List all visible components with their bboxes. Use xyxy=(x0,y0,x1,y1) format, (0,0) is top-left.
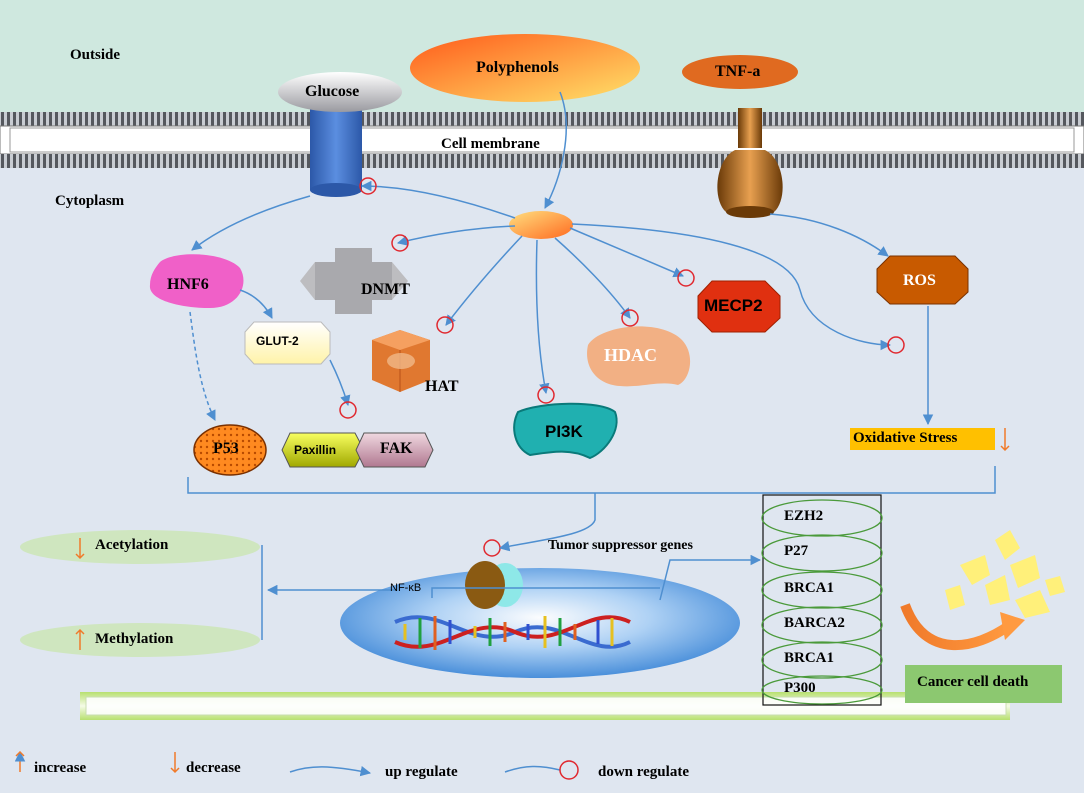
ros-node xyxy=(876,255,969,305)
polyphenols-node xyxy=(410,34,640,102)
mecp2-node xyxy=(697,280,781,333)
gene-item: BRCA1 xyxy=(784,580,835,596)
membrane-label: Cell membrane xyxy=(441,136,540,152)
methylation-label: Methylation xyxy=(95,631,174,647)
oxidative-stress-label: Oxidative Stress xyxy=(853,430,958,446)
hat-label: HAT xyxy=(425,378,459,395)
glucose-transporter xyxy=(278,72,402,197)
glucose-label: Glucose xyxy=(305,83,360,100)
hnf6-label: HNF6 xyxy=(167,276,209,293)
legend-down-regulate: down regulate xyxy=(598,764,689,780)
gene-item: BARCA2 xyxy=(784,615,845,631)
nucleus xyxy=(340,568,740,678)
acetylation-label: Acetylation xyxy=(95,537,169,553)
gene-item: BRCA1 xyxy=(784,650,835,666)
cell-membrane xyxy=(0,112,1084,168)
tumor-suppressor-label: Tumor suppressor genes xyxy=(548,538,693,553)
legend-decrease: decrease xyxy=(186,760,241,776)
pi3k-label: PI3K xyxy=(545,422,583,441)
gene-box xyxy=(762,494,882,706)
glut2-label: GLUT-2 xyxy=(256,334,299,348)
dna-helix xyxy=(394,615,631,650)
nfkb-protein xyxy=(465,561,523,609)
gene-item: P300 xyxy=(784,680,816,696)
hdac-node xyxy=(587,326,691,387)
oxidative-stress-box xyxy=(850,428,995,450)
mecp2-label: MECP2 xyxy=(704,296,763,315)
legend xyxy=(14,750,579,780)
glut2-node xyxy=(244,321,331,365)
cytoplasm-label: Cytoplasm xyxy=(55,193,125,209)
regulation-arrows xyxy=(189,91,934,426)
tnf-receptor xyxy=(682,55,798,218)
inhibition-markers xyxy=(339,177,905,557)
p53-node xyxy=(193,424,267,476)
fak-label: FAK xyxy=(380,440,413,457)
gene-item: EZH2 xyxy=(784,508,824,524)
tnf-label: TNF-a xyxy=(715,63,761,80)
p53-label: P53 xyxy=(213,440,239,457)
legend-up-regulate: up regulate xyxy=(385,764,458,780)
convergence-bracket xyxy=(187,466,996,494)
legend-increase: increase xyxy=(34,760,87,776)
pi3k-node xyxy=(513,402,618,460)
dnmt-label: DNMT xyxy=(361,281,410,298)
hdac-label: HDAC xyxy=(604,345,657,365)
gene-item: P27 xyxy=(784,543,809,559)
hat-shape xyxy=(372,330,430,392)
cancer-arrow xyxy=(900,603,1013,651)
polyphenol-hub xyxy=(509,211,573,239)
dnmt-shape xyxy=(300,248,408,314)
outside-label: Outside xyxy=(70,47,121,63)
paxillin-node xyxy=(281,432,365,468)
ros-label: ROS xyxy=(903,272,936,289)
cytoplasm-region xyxy=(0,130,1084,793)
paxillin-label: Paxillin xyxy=(294,443,337,457)
nfkb-label: NF-κB xyxy=(390,582,422,594)
hnf6-node xyxy=(149,254,244,308)
fak-node xyxy=(355,432,434,468)
polyphenols-label: Polyphenols xyxy=(476,59,559,76)
cancer-death-label: Cancer cell death xyxy=(917,674,1029,690)
cancer-cells xyxy=(945,530,1065,618)
cancer-death-box xyxy=(905,665,1062,703)
